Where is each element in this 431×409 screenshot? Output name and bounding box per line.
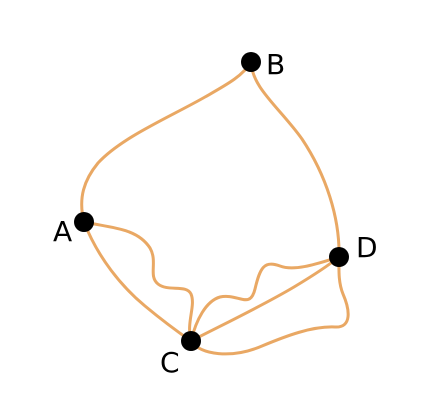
edge-c-d-middle — [189, 255, 341, 343]
edge-a-c-outer — [82, 220, 193, 343]
node-label-c: C — [160, 346, 180, 379]
labels-group: A B C D — [53, 48, 378, 379]
edge-b-d — [249, 60, 341, 259]
node-c — [181, 331, 201, 351]
node-label-d: D — [356, 231, 378, 264]
node-d — [329, 247, 349, 267]
edges-group — [80, 60, 350, 356]
node-label-a: A — [53, 215, 72, 248]
edge-c-d-outer-loop — [189, 255, 350, 356]
nodes-group — [74, 52, 349, 351]
node-b — [241, 52, 261, 72]
node-a — [74, 212, 94, 232]
edge-a-b — [80, 60, 253, 224]
edge-a-c-wavy — [82, 220, 194, 343]
edge-c-d-wavy-upper — [189, 255, 341, 343]
node-label-b: B — [266, 48, 285, 81]
